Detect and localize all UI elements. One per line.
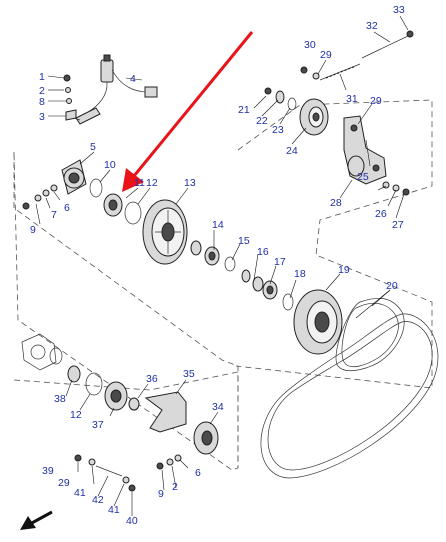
tensioner-assembly (264, 30, 414, 196)
callout-7: 7 (51, 209, 57, 221)
lower-hardware (74, 454, 182, 492)
lower-assembly-outline (13, 371, 239, 468)
hardware-1-3 (63, 74, 77, 121)
callout-13: 13 (184, 177, 196, 189)
ring-12 (124, 201, 142, 225)
callout-35: 35 (183, 368, 195, 380)
belts-20 (260, 297, 439, 479)
pulley-13 (142, 199, 188, 265)
callout-27: 27 (392, 219, 404, 231)
callout-29-lower: 29 (58, 477, 70, 489)
bearing-11 (103, 193, 123, 217)
leader-lines (35, 15, 409, 516)
callout-31: 31 (346, 93, 358, 105)
callout-16: 16 (257, 246, 269, 258)
callout-39: 39 (42, 465, 54, 477)
callout-29-top: 29 (320, 49, 332, 61)
callout-23: 23 (272, 124, 284, 136)
callout-2: 2 (39, 85, 45, 97)
callout-25: 25 (357, 171, 369, 183)
callout-3: 3 (39, 111, 45, 123)
callout-1: 1 (39, 71, 45, 83)
callout-19: 19 (338, 264, 350, 276)
callout-9-lower: 9 (158, 488, 164, 500)
callout-17: 17 (274, 256, 286, 268)
callout-29-upper: 29 (370, 95, 382, 107)
callout-labels: 1 2 8 3 4 5 10 11 12 13 6 7 9 14 15 16 1… (30, 4, 405, 527)
callout-20: 20 (386, 280, 398, 292)
lower-bearing-assembly (21, 333, 219, 455)
callout-4: 4 (130, 73, 136, 85)
bearing-housing-5 (61, 159, 87, 195)
callout-33: 33 (393, 4, 405, 16)
callout-36: 36 (146, 373, 158, 385)
callout-40: 40 (126, 515, 138, 527)
callout-2-lower: 2 (172, 481, 178, 493)
callout-28: 28 (330, 197, 342, 209)
callout-11: 11 (134, 177, 145, 189)
callout-14: 14 (212, 219, 224, 231)
callout-12: 12 (146, 177, 158, 189)
callout-32: 32 (366, 20, 378, 32)
callout-6-lower: 6 (195, 467, 201, 479)
callout-41-upper: 41 (74, 487, 86, 499)
callout-9: 9 (30, 224, 36, 236)
pulley-19 (293, 289, 343, 355)
sensor-harness (67, 54, 158, 125)
belt-assembly-outline (235, 99, 433, 389)
callout-22: 22 (256, 115, 268, 127)
callout-10: 10 (104, 159, 116, 171)
callout-26: 26 (375, 208, 387, 220)
callout-12-lower: 12 (70, 409, 82, 421)
spacers-14-18 (190, 240, 294, 311)
callout-34: 34 (212, 401, 224, 413)
callout-5: 5 (90, 141, 96, 153)
direction-arrow-icon (20, 510, 53, 530)
bolts-6-7-9 (22, 184, 58, 210)
callout-18: 18 (294, 268, 306, 280)
callout-15: 15 (238, 235, 250, 247)
circlip-10 (89, 178, 103, 198)
callout-37: 37 (92, 419, 104, 431)
highlight-arrow (122, 31, 254, 192)
callout-8: 8 (39, 96, 45, 108)
callout-24: 24 (286, 145, 298, 157)
callout-6: 6 (64, 202, 70, 214)
callout-41-lower: 41 (108, 504, 120, 516)
callout-30: 30 (304, 39, 316, 51)
callout-21: 21 (238, 104, 250, 116)
callout-42: 42 (92, 494, 104, 506)
callout-38: 38 (54, 393, 66, 405)
